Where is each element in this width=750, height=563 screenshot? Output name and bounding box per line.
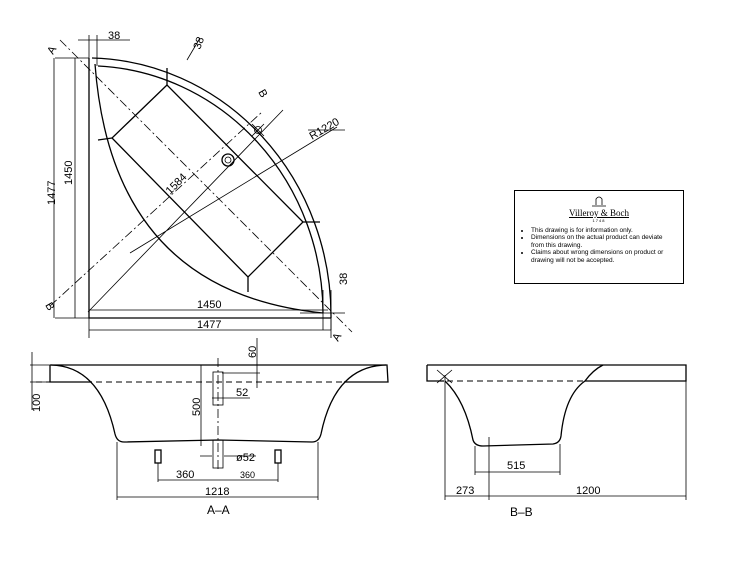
- panel-edges: [97, 68, 320, 292]
- outer-rim-arc: [91, 57, 332, 319]
- rim: [426, 364, 687, 382]
- brand-name: Villeroy & Boch: [569, 207, 629, 218]
- section-title: B–B: [510, 505, 533, 519]
- disclaimer-item: Dimensions on the actual product can dev…: [531, 234, 677, 249]
- dim-label: 500: [191, 398, 203, 416]
- brand-logo: Villeroy & Boch 1748: [521, 195, 677, 225]
- dim-label: 273: [456, 485, 474, 497]
- overflow-pipe: [212, 371, 224, 406]
- overflow-icon: [254, 126, 262, 134]
- dim-label: 1477: [197, 319, 221, 331]
- dim-label: 38: [192, 35, 207, 51]
- dim-label: 1218: [205, 486, 229, 498]
- disclaimer-list: This drawing is for information only. Di…: [521, 227, 677, 265]
- dim-label: 38: [108, 30, 120, 42]
- section-title: A–A: [207, 503, 230, 517]
- dim-label: 1477: [46, 181, 58, 205]
- foot-right: [274, 449, 282, 464]
- dim-label: 60: [247, 346, 259, 358]
- section-bb: 515 273 1200 B–B: [426, 364, 687, 519]
- inner-rim-arc: [97, 65, 324, 314]
- dim-label: 1450: [197, 299, 221, 311]
- dim-38-top: [78, 35, 130, 66]
- logo-arch-icon: [592, 196, 606, 207]
- section-aa: 100 60 52 500 ø52 360 360 1218 A–A: [30, 338, 389, 517]
- disclaimer-item: Claims about wrong dimensions on product…: [531, 249, 677, 264]
- dim-label: 515: [507, 460, 525, 472]
- drain-pipe: [212, 439, 224, 469]
- dim-label: 360: [240, 470, 255, 480]
- drain-icon: [221, 153, 235, 167]
- dim-1477-v: [55, 57, 89, 319]
- plan-view: 38 38 38 1477 1450 1450 1477 1584 R1220 …: [42, 30, 353, 344]
- disclaimer-box: Villeroy & Boch 1748 This drawing is for…: [514, 190, 684, 284]
- rim: [49, 364, 389, 383]
- dim-38-right: [300, 290, 345, 330]
- dim-38-arc: [186, 37, 201, 61]
- section-mark: A: [45, 44, 59, 57]
- section-b-line: [49, 111, 263, 307]
- brand-year: 1748: [592, 218, 606, 223]
- disclaimer-item: This drawing is for information only.: [531, 227, 677, 235]
- dim-label: 1200: [576, 485, 600, 497]
- section-lines: [87, 109, 338, 313]
- backrest-panel: [111, 84, 304, 278]
- section-a-line: [59, 39, 353, 333]
- section-mark: B: [255, 88, 269, 100]
- dim-label: 1450: [63, 161, 75, 185]
- dim-label: 100: [31, 394, 43, 412]
- foot-left: [154, 449, 162, 464]
- section-mark: A: [330, 331, 344, 344]
- dim-label: R1220: [308, 116, 342, 143]
- dim-label: 360: [176, 469, 194, 481]
- dim-label: 52: [236, 387, 248, 399]
- tub-profile: [444, 364, 604, 447]
- tub-profile: [50, 364, 387, 443]
- basin-edge: [94, 63, 324, 314]
- dim-label: 1584: [164, 171, 190, 197]
- dim-label: 38: [338, 273, 350, 285]
- dim-label: ø52: [236, 452, 255, 464]
